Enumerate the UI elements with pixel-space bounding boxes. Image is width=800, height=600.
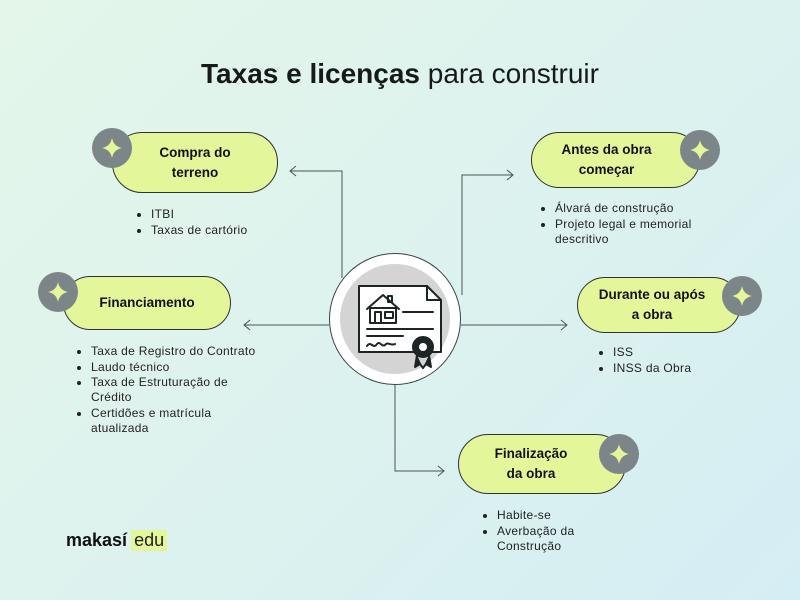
list-item: ISS [613,345,763,360]
brand-name: makasí [66,530,128,550]
title-bold: Taxas e licenças [201,58,420,89]
list-item: INSS da Obra [613,361,763,376]
node-compra-do-terreno: Compra do terreno [112,132,278,193]
brand-suffix: edu [131,530,168,551]
node-list-finalizacao: Habite-se Averbação da Construção [479,508,637,554]
node-antes-da-obra: Antes da obra começar [531,132,700,188]
node-list-antes: Álvará de construção Projeto legal e mem… [537,201,725,247]
node-label-line1: Durante ou após [598,287,706,302]
house-document-icon [358,285,442,369]
sparkle-icon [92,128,132,168]
node-label-line1: Financiamento [99,295,195,310]
list-item: ITBI [151,207,311,222]
sparkle-icon [38,272,78,312]
node-label-line1: Finalização [494,446,568,461]
sparkle-icon [599,434,639,474]
node-label-line1: Antes da obra [561,142,652,157]
node-list-compra: ITBI Taxas de cartório [133,207,311,238]
node-financiamento: Financiamento [63,276,231,330]
node-finalizacao: Finalização da obra [458,434,626,494]
list-item: Certidões e matrícula atualizada [91,406,261,436]
brand-logo: makasí edu [66,530,168,551]
list-item: Taxas de cartório [151,223,311,238]
list-item: Averbação da Construção [497,524,637,554]
list-item: Laudo técnico [91,360,261,375]
list-item: Taxa de Estruturação de Crédito [91,375,261,405]
node-durante-ou-apos: Durante ou após a obra [577,277,741,333]
list-item: Projeto legal e memorial descritivo [555,217,725,247]
node-label-line2: a obra [631,307,673,322]
node-list-financiamento: Taxa de Registro do Contrato Laudo técni… [73,344,261,436]
sparkle-icon [680,130,720,170]
node-label-line2: começar [578,162,635,177]
page-title: Taxas e licenças para construir [0,58,800,90]
node-list-durante: ISS INSS da Obra [595,345,763,376]
list-item: Taxa de Registro do Contrato [91,344,261,359]
node-label-line2: da obra [506,466,556,481]
list-item: Álvará de construção [555,201,725,216]
sparkle-icon [722,276,762,316]
node-label-line1: Compra do [159,144,231,160]
list-item: Habite-se [497,508,637,523]
title-light: para construir [427,58,599,89]
node-label-line2: terreno [171,164,219,180]
